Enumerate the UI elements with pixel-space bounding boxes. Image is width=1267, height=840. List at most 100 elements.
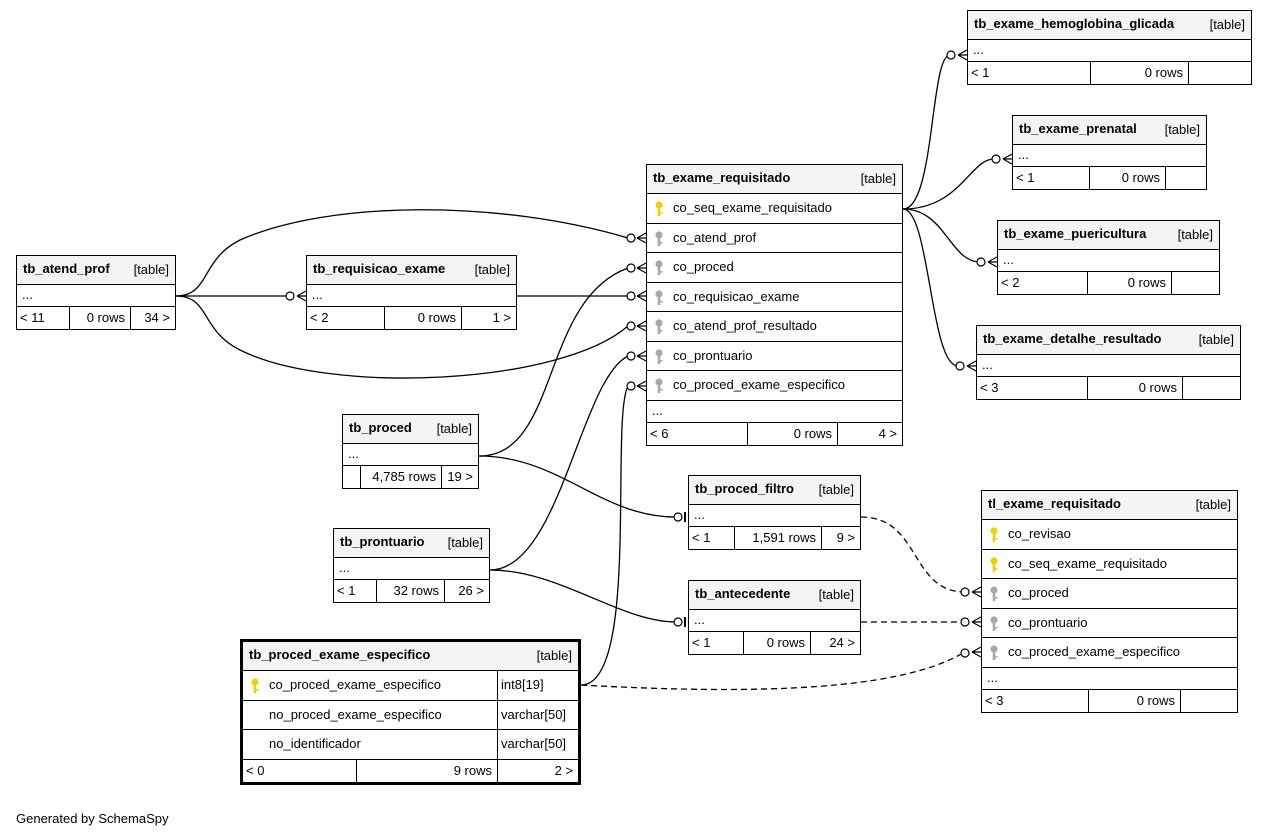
- parents-count: < 11: [20, 310, 45, 325]
- children-count: [1182, 377, 1240, 399]
- table-tb-antecedente[interactable]: tb_antecedente[table] ... < 1 0 rows 24 …: [688, 580, 861, 655]
- parents-count: < 1: [971, 65, 990, 80]
- table-name: tb_prontuario: [340, 534, 425, 549]
- column-name: co_seq_exame_requisitado: [1008, 555, 1167, 571]
- optional-circle-marker: [626, 233, 636, 243]
- column-name: co_revisao: [1008, 526, 1071, 541]
- table-type: [table]: [1195, 497, 1231, 512]
- column-name: co_seq_exame_requisitado: [673, 200, 832, 215]
- crowfoot-marker: [966, 360, 977, 372]
- column-name: co_proced_exame_especifico: [673, 377, 845, 392]
- table-tb-exame-prenatal[interactable]: tb_exame_prenatal[table] ... < 1 0 rows: [1012, 115, 1207, 190]
- table-name: tb_requisicao_exame: [313, 261, 446, 276]
- primary-key-icon: [250, 678, 260, 694]
- column-type: int8[19]: [497, 671, 544, 700]
- optional-circle-marker: [626, 351, 636, 361]
- table-type: [table]: [1198, 332, 1234, 347]
- table-tb-proced-exame-especifico[interactable]: tb_proced_exame_especifico [table] co_pro…: [240, 639, 581, 785]
- crowfoot-marker: [636, 262, 647, 274]
- column-name: no_proced_exame_especifico: [269, 706, 442, 722]
- foreign-key-icon: [654, 289, 664, 306]
- parents-count: < 2: [1001, 275, 1020, 290]
- columns-ellipsis: ...: [339, 560, 350, 575]
- optional-circle-marker: [976, 257, 986, 267]
- table-tb-proced-filtro[interactable]: tb_proced_filtro[table] ... < 1 1,591 ro…: [688, 475, 861, 550]
- columns-ellipsis: ...: [1003, 252, 1014, 267]
- primary-key-icon: [989, 527, 999, 543]
- table-tb-exame-hemoglobina-glicada[interactable]: tb_exame_hemoglobina_glicada[table] ... …: [967, 10, 1252, 85]
- optional-circle-marker: [960, 617, 970, 627]
- row-count: 4,785 rows: [360, 466, 441, 488]
- column-name: co_proced_exame_especifico: [1008, 644, 1180, 659]
- table-name: tb_antecedente: [695, 586, 791, 601]
- column-name: co_prontuario: [1008, 614, 1088, 630]
- parents-count: < 2: [310, 310, 329, 325]
- foreign-key-icon: [654, 348, 664, 365]
- table-tb-requisicao-exame[interactable]: tb_requisicao_exame[table] ... < 2 0 row…: [306, 255, 517, 330]
- table-type: [table]: [474, 262, 510, 277]
- column-type: varchar[50]: [497, 730, 566, 759]
- table-tb-exame-requisitado[interactable]: tb_exame_requisitado[table] co_seq_exame…: [646, 164, 903, 446]
- columns-ellipsis: ...: [973, 42, 984, 57]
- table-tb-prontuario[interactable]: tb_prontuario[table] ... < 1 32 rows 26 …: [333, 528, 490, 603]
- optional-circle-marker: [626, 381, 636, 391]
- crowfoot-marker: [971, 616, 982, 628]
- crowfoot-marker: [1002, 153, 1013, 165]
- primary-key-icon: [989, 556, 999, 573]
- children-count: [1180, 689, 1237, 712]
- column-name: co_proced: [1008, 585, 1069, 600]
- children-count: [1165, 167, 1206, 189]
- optional-circle-marker: [991, 154, 1001, 164]
- edge-filtro-to-tl: [860, 516, 964, 593]
- table-name: tb_proced_exame_especifico: [249, 647, 431, 662]
- column-name: no_identificador: [269, 736, 361, 751]
- crowfoot-marker: [957, 49, 968, 61]
- table-name: tb_exame_requisitado: [653, 170, 791, 185]
- table-tb-atend-prof[interactable]: tb_atend_prof[table] ... < 11 0 rows 34 …: [16, 255, 176, 330]
- crowfoot-marker: [296, 290, 307, 302]
- table-type: [table]: [536, 648, 572, 663]
- parents-count: < 0: [246, 762, 265, 778]
- optional-circle-marker: [285, 291, 295, 301]
- table-tb-proced[interactable]: tb_proced[table] ... 4,785 rows 19 >: [342, 414, 479, 489]
- table-tb-exame-puericultura[interactable]: tb_exame_puericultura[table] ... < 2 0 r…: [997, 220, 1220, 295]
- children-count: 4 >: [837, 422, 902, 445]
- row-count: 0 rows: [384, 307, 461, 329]
- optional-circle-marker: [673, 512, 683, 522]
- row-count: 0 rows: [747, 422, 837, 445]
- columns-ellipsis: ...: [652, 402, 663, 418]
- columns-ellipsis: ...: [987, 669, 998, 685]
- table-type: [table]: [133, 262, 169, 277]
- crowfoot-marker: [636, 232, 647, 244]
- column-name: co_requisicao_exame: [673, 288, 800, 304]
- row-count: 0 rows: [1087, 377, 1182, 399]
- children-count: 34 >: [130, 307, 175, 329]
- edge-atend-prof-to-exame: [175, 209, 629, 297]
- table-name: tb_exame_prenatal: [1019, 121, 1137, 136]
- foreign-key-icon: [654, 230, 664, 247]
- column-name: co_proced_exame_especifico: [269, 677, 441, 692]
- table-tl-exame-requisitado[interactable]: tl_exame_requisitado [table] co_revisao c…: [981, 490, 1238, 713]
- optional-circle-marker: [960, 587, 970, 597]
- optional-circle-marker: [626, 291, 636, 301]
- columns-ellipsis: ...: [22, 287, 33, 302]
- table-name: tb_exame_detalhe_resultado: [983, 331, 1162, 346]
- table-name: tl_exame_requisitado: [988, 496, 1121, 511]
- edge-puericultura: [902, 208, 981, 263]
- children-count: 26 >: [444, 580, 489, 602]
- columns-ellipsis: ...: [348, 446, 359, 461]
- row-count: 0 rows: [1089, 167, 1165, 189]
- row-count: 0 rows: [743, 632, 810, 654]
- row-count: 0 rows: [1090, 62, 1188, 84]
- columns-ellipsis: ...: [694, 507, 705, 522]
- table-tb-exame-detalhe-resultado[interactable]: tb_exame_detalhe_resultado[table] ... < …: [976, 325, 1241, 400]
- columns-ellipsis: ...: [982, 357, 993, 372]
- edge-prenatal: [902, 158, 995, 210]
- edge-detalhe: [902, 208, 959, 367]
- row-count: 0 rows: [1087, 272, 1171, 294]
- row-count: 0 rows: [69, 307, 130, 329]
- columns-ellipsis: ...: [1018, 147, 1029, 162]
- table-name: tb_exame_hemoglobina_glicada: [974, 16, 1175, 31]
- row-count: 9 rows: [356, 759, 497, 782]
